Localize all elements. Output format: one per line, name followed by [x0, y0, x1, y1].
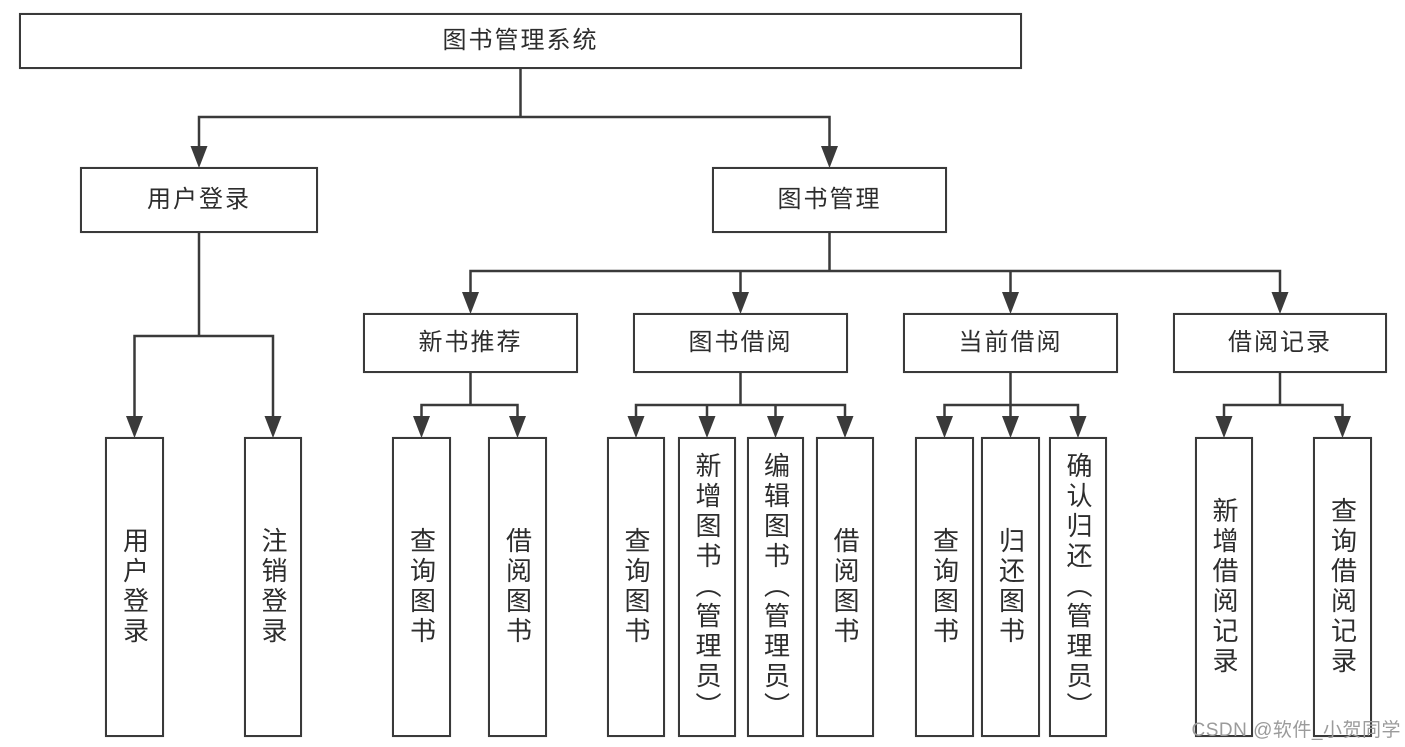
node-bb-edit-books-admin: 编辑图书（管理员） [747, 437, 804, 737]
node-logout-leaf: 注销登录 [244, 437, 302, 737]
arrowhead-icon [627, 416, 645, 438]
arrowhead-icon [767, 416, 784, 438]
node-nbr-borrow-books: 借阅图书 [488, 437, 547, 737]
arrowhead-icon [698, 416, 716, 438]
node-bb-borrow-books: 借阅图书 [816, 437, 874, 737]
arrowhead-icon [264, 416, 282, 438]
edge-from-new-book-recommend [420, 373, 519, 418]
node-book-borrowing: 图书借阅 [633, 313, 848, 373]
watermark: CSDN @软件_小贺同学 [1191, 720, 1401, 741]
node-label: 新增借阅记录 [1209, 497, 1239, 677]
arrowhead-icon [1215, 416, 1233, 438]
edge-from-borrowing-records [1222, 373, 1344, 418]
node-label: 图书管理 [777, 186, 882, 213]
node-nbr-query-books: 查询图书 [392, 437, 451, 737]
node-label: 图书管理系统 [442, 27, 599, 54]
node-label: 注销登录 [258, 527, 288, 647]
node-label: 图书借阅 [688, 329, 793, 356]
node-label: 当前借阅 [958, 329, 1063, 356]
arrowhead-icon [936, 416, 953, 438]
node-new-book-recommend: 新书推荐 [363, 313, 578, 373]
node-label: 借阅记录 [1228, 329, 1332, 356]
node-br-query-record: 查询借阅记录 [1313, 437, 1372, 737]
node-label: 确认归还（管理员） [1063, 452, 1093, 722]
node-label: 借阅图书 [830, 527, 860, 647]
arrowhead-icon [413, 416, 430, 438]
node-label: 查询借阅记录 [1327, 497, 1358, 677]
edge-from-user-login [133, 233, 275, 418]
node-br-add-record: 新增借阅记录 [1195, 437, 1253, 737]
node-bb-add-books-admin: 新增图书（管理员） [678, 437, 736, 737]
node-label: 查询图书 [621, 527, 651, 647]
edge-from-book-management [469, 233, 1282, 294]
arrowhead-icon [1334, 416, 1351, 438]
node-label: 查询图书 [406, 527, 437, 647]
node-cb-query-books: 查询图书 [915, 437, 974, 737]
arrowhead-icon [1271, 292, 1289, 314]
arrowhead-icon [462, 292, 479, 314]
node-label: 新书推荐 [418, 329, 523, 356]
node-borrowing-records: 借阅记录 [1173, 313, 1387, 373]
node-label: 新增图书（管理员） [692, 452, 722, 722]
edge-from-current-borrowing [943, 373, 1080, 418]
node-label: 查询图书 [929, 527, 960, 647]
arrowhead-icon [509, 416, 526, 438]
arrowhead-icon [1002, 292, 1019, 314]
arrowhead-icon [126, 416, 143, 438]
node-label: 用户登录 [147, 186, 251, 213]
arrowhead-icon [1002, 416, 1019, 438]
node-label: 编辑图书（管理员） [760, 452, 791, 722]
node-bb-query-books: 查询图书 [607, 437, 665, 737]
node-user-login: 用户登录 [80, 167, 318, 233]
node-cb-confirm-return-admin: 确认归还（管理员） [1049, 437, 1107, 737]
node-root: 图书管理系统 [19, 13, 1022, 69]
arrowhead-icon [1069, 416, 1087, 438]
node-label: 用户登录 [119, 527, 150, 647]
arrowhead-icon [732, 292, 749, 314]
edge-from-book-borrowing [634, 373, 847, 418]
edge-from-root [197, 69, 831, 148]
node-current-borrowing: 当前借阅 [903, 313, 1118, 373]
node-book-management: 图书管理 [712, 167, 947, 233]
arrowhead-icon [836, 416, 854, 438]
node-user-login-leaf: 用户登录 [105, 437, 164, 737]
arrowhead-icon [821, 146, 838, 168]
node-label: 借阅图书 [502, 527, 533, 647]
node-label: 归还图书 [995, 527, 1026, 647]
node-cb-return-books: 归还图书 [981, 437, 1040, 737]
arrowhead-icon [190, 146, 208, 168]
